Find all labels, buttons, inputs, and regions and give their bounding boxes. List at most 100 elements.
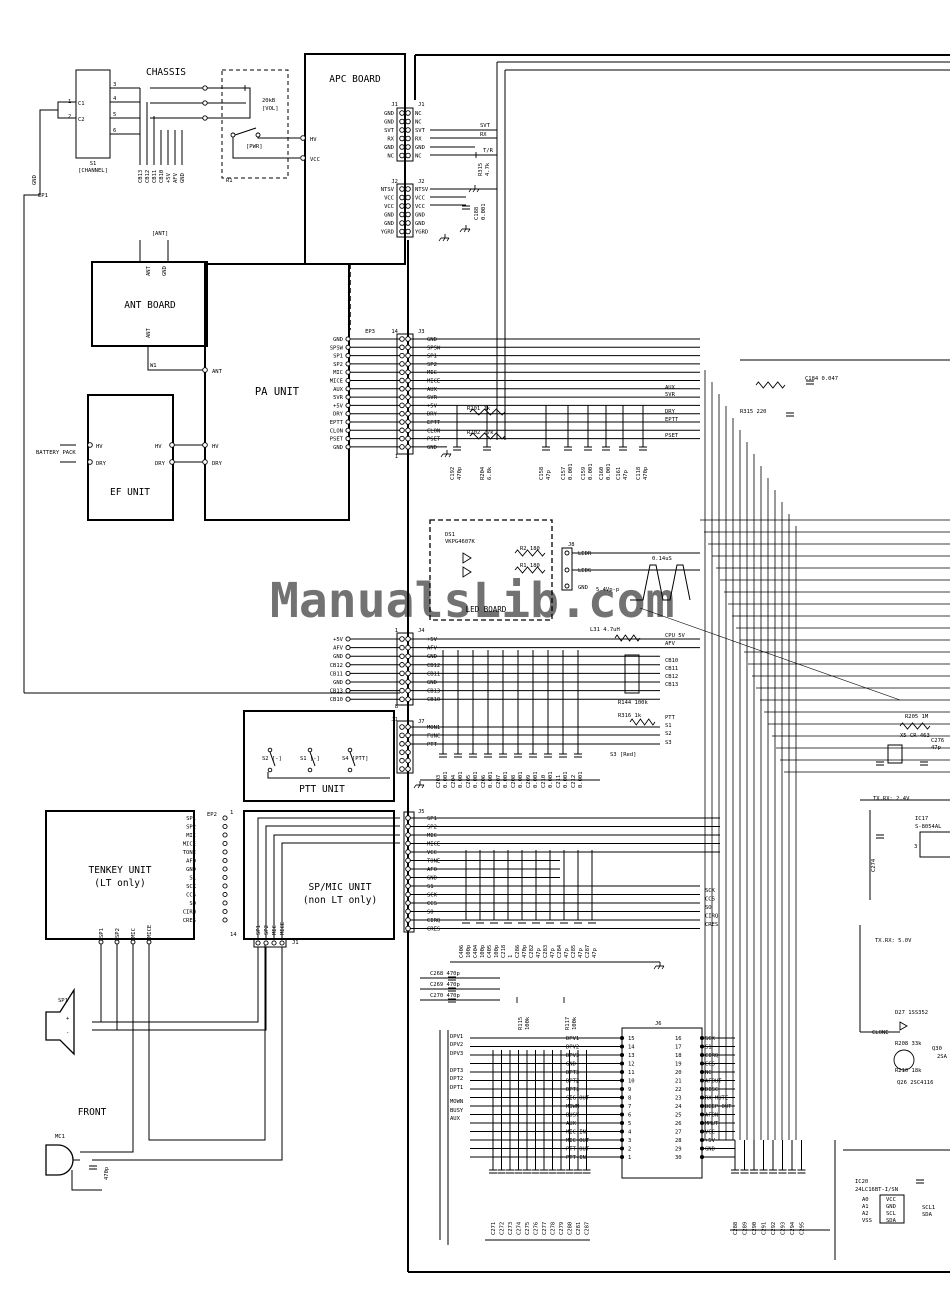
terminal (222, 866, 228, 872)
j3-pin: SPSW (427, 345, 441, 351)
ef-hv: HV (96, 444, 103, 450)
r201-label: R201 1k (467, 406, 491, 412)
j6r-cap-name: C288 (733, 1222, 739, 1235)
sp-plus: + (66, 1016, 70, 1022)
j3-pin: SVR (427, 395, 438, 401)
ptt-j1: J1 (391, 717, 398, 723)
r208-label: R208 33k (895, 1041, 922, 1047)
j6r-cap-name: C292 (771, 1222, 777, 1235)
terminal (255, 132, 261, 138)
j6-right-label: AFOUT (705, 1079, 722, 1085)
r315b-label: R315 220 (740, 409, 767, 415)
j6-cap (565, 1169, 574, 1174)
wave-volt: 5.4Vp-p (596, 587, 619, 593)
j3-pin: SP1 (427, 354, 437, 360)
apc-vcc: VCC (310, 157, 320, 163)
terminal (405, 644, 411, 651)
terminal (345, 679, 351, 685)
j3-pin: SP2 (427, 362, 437, 368)
terminal (619, 1103, 625, 1109)
terminal (345, 353, 351, 359)
terminal (345, 444, 351, 450)
j3-cap-name: C159 (581, 467, 587, 480)
chassis-pin-number: 4 (113, 96, 117, 102)
switch-blade (349, 751, 356, 767)
terminal (405, 908, 411, 915)
terminal (405, 653, 411, 659)
spmic-mice-down (92, 947, 283, 1161)
j6-cap-name: C278 (551, 1222, 557, 1235)
terminal (399, 410, 405, 417)
ant-wire (147, 346, 205, 371)
q26-transistor (893, 1049, 915, 1071)
ledg: LEDG (578, 568, 591, 574)
ground-hatch (438, 237, 442, 242)
j7-pin: MON1 (427, 725, 440, 731)
terminal (699, 1137, 705, 1143)
pa-pin: MICE (330, 379, 343, 385)
j6-cap-name: C275 (525, 1222, 531, 1235)
terminal (345, 386, 351, 392)
j1-pin-left: GND (384, 111, 394, 117)
tenkey-pin: TONE (183, 850, 196, 856)
j5-pin: MICE (427, 842, 440, 848)
j3-cap (602, 446, 610, 451)
mic-gnd (71, 1170, 102, 1191)
pa-hv: HV (212, 444, 219, 450)
j7-cap-name: C209 (526, 775, 532, 788)
c184-label: C184 0.047 (805, 376, 838, 382)
terminal (169, 442, 175, 448)
j6-right-num: 22 (675, 1087, 682, 1093)
ic17-pin3: 3 (914, 844, 917, 850)
ant-pin: ANT (146, 265, 152, 276)
terminal (267, 767, 273, 773)
terminal (405, 220, 411, 226)
j2-pin-right: VCC (415, 204, 425, 210)
terminal (222, 900, 228, 906)
r144-label: R144 100k (618, 700, 648, 706)
j1-pin-right: NC (415, 154, 422, 160)
ground-hatch (467, 228, 471, 233)
spmic-sub: (non LT only) (303, 895, 377, 906)
j6-right-label: CCS (705, 1062, 715, 1068)
j7-pin: FUNC (427, 733, 440, 739)
terminal (399, 687, 405, 694)
ant-out: ANT (146, 327, 152, 338)
j2-pin-left: VCC (384, 204, 394, 210)
dry-net: DRY (665, 409, 676, 415)
j1-pin-right: NC (415, 120, 422, 126)
pwr-label: [PWR] (246, 144, 263, 150)
j5-cap-value: 100p (494, 945, 500, 958)
terminal (267, 747, 273, 753)
j6r-cap-name: C293 (781, 1222, 787, 1235)
terminal (399, 766, 405, 772)
j6-left-label: PTT OUT (566, 1147, 590, 1153)
j5-cap-name: C286 (515, 945, 521, 958)
j4-pin8: 8 (395, 704, 398, 710)
terminal (405, 410, 411, 417)
j3-cap (483, 446, 491, 451)
terminal (405, 135, 411, 142)
s1-common (57, 101, 76, 119)
j6r-cap-name: C290 (752, 1222, 758, 1235)
r117v: 100k (572, 1016, 578, 1030)
c268-label: C270 470p (430, 993, 460, 999)
j4-pin-right: AFV (427, 646, 438, 652)
j6-ext-label: DPT1 (450, 1085, 463, 1091)
w1-label: W1 (150, 363, 157, 369)
svt-label: SVT (480, 123, 491, 129)
ef-dry-r: DRY (155, 461, 166, 467)
tenkey-pin: AFO (186, 859, 196, 865)
j7-cap-name: C203 (436, 775, 442, 788)
j7-cap (469, 753, 477, 758)
terminal (405, 823, 411, 830)
terminal (399, 228, 405, 235)
terminal (345, 427, 351, 433)
scl1-label: SCL1 (922, 1205, 935, 1211)
j3-pin: CLON (427, 428, 440, 434)
spmic-bottom-pin: SP1 (256, 925, 262, 935)
j7-cap-name: C204 (451, 774, 457, 788)
ep2-label: EP2 (207, 812, 217, 818)
ds1-label: DS1 (445, 532, 455, 538)
switch-blade (309, 751, 316, 767)
